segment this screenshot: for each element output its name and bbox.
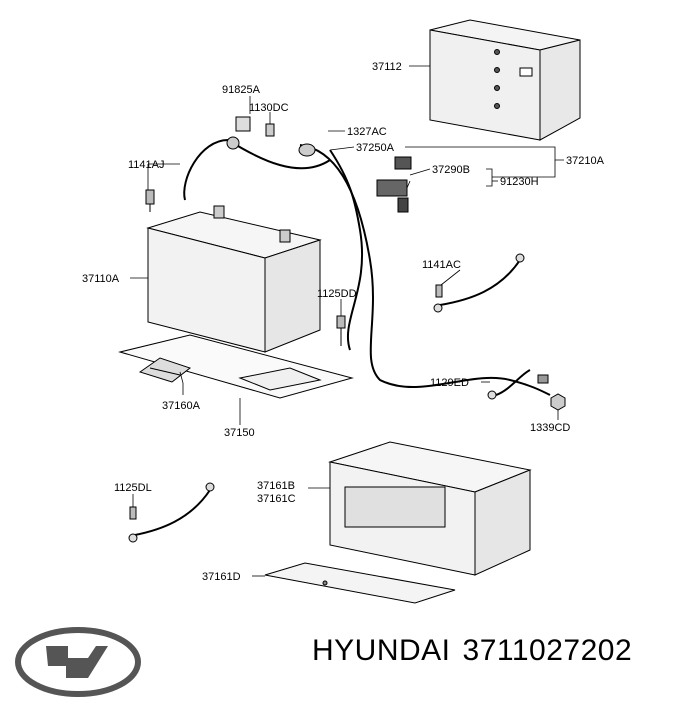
clamp-91825A [235,116,275,137]
cable-1125DL [128,482,215,543]
callout-37160A: 37160A [162,400,201,412]
callout-1339CD: 1339CD [530,422,570,434]
callout-1327AC: 1327AC [347,126,387,138]
callout-37112: 37112 [372,61,402,73]
callout-37161B: 37161B [257,480,295,492]
callout-1141AC: 1141AC [422,259,461,271]
callout-1125DD: 1125DD [317,288,357,300]
callout-1125DL: 1125DL [114,482,152,494]
callout-91230H: 91230H [500,176,539,188]
part-number: 3711027202 [462,634,633,667]
callout-91825A: 91825A [222,84,261,96]
hyundai-logo-icon [15,627,141,697]
bolt-1141AJ [145,189,155,212]
callout-37161D: 37161D [202,571,241,583]
callout-37110A: 37110A [82,273,120,285]
callout-37210A: 37210A [566,155,605,167]
bolt-1125DD [336,315,346,346]
battery-37110A [146,205,322,353]
insulation-box-37161B [328,441,532,576]
terminal-37290B [376,156,412,213]
callout-1129ED: 1129ED [430,377,469,389]
cable-37250A [183,136,551,396]
callout-37250A: 37250A [356,142,395,154]
footer-caption: HYUNDAI 3711027202 [312,634,632,668]
tray-37150 [118,334,354,399]
pad-37161D [264,562,456,604]
brand-name: HYUNDAI [312,634,451,667]
terminal-1129ED [487,369,566,411]
bracket-37160A [138,357,192,383]
callout-1141AJ: 1141AJ [128,159,165,171]
callout-1130DC: 1130DC [249,102,289,114]
leader-lines [130,65,564,577]
callout-37161C: 37161C [257,493,296,505]
cable-1141AC [433,253,525,313]
callout-37290B: 37290B [432,164,470,176]
battery-box-37112 [429,19,581,141]
callout-37150: 37150 [224,427,255,439]
